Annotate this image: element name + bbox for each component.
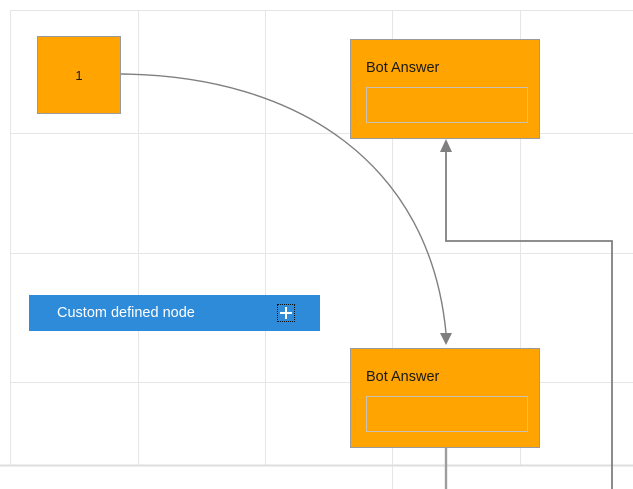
node-bot-answer-1[interactable]: Bot Answer bbox=[350, 39, 540, 139]
arrowhead-up-icon bbox=[440, 139, 452, 152]
node-bot-answer-2-slot[interactable] bbox=[366, 396, 528, 432]
connector-return-path[interactable] bbox=[445, 152, 613, 489]
palette-item-custom-defined-node[interactable]: Custom defined node bbox=[29, 295, 320, 331]
node-bot-answer-2-title: Bot Answer bbox=[366, 369, 440, 385]
node-bot-answer-2[interactable]: Bot Answer bbox=[350, 348, 540, 448]
node-start-label: 1 bbox=[75, 67, 83, 83]
arrowhead-down-icon bbox=[440, 333, 452, 345]
palette-item-label: Custom defined node bbox=[57, 304, 195, 321]
connector-start-to-bot-answer-2[interactable] bbox=[120, 73, 447, 334]
node-start[interactable]: 1 bbox=[37, 36, 121, 114]
node-bot-answer-1-title: Bot Answer bbox=[366, 60, 440, 76]
plus-icon-vertical-bar bbox=[285, 307, 287, 319]
node-bot-answer-1-slot[interactable] bbox=[366, 87, 528, 123]
plus-icon[interactable] bbox=[277, 304, 295, 322]
